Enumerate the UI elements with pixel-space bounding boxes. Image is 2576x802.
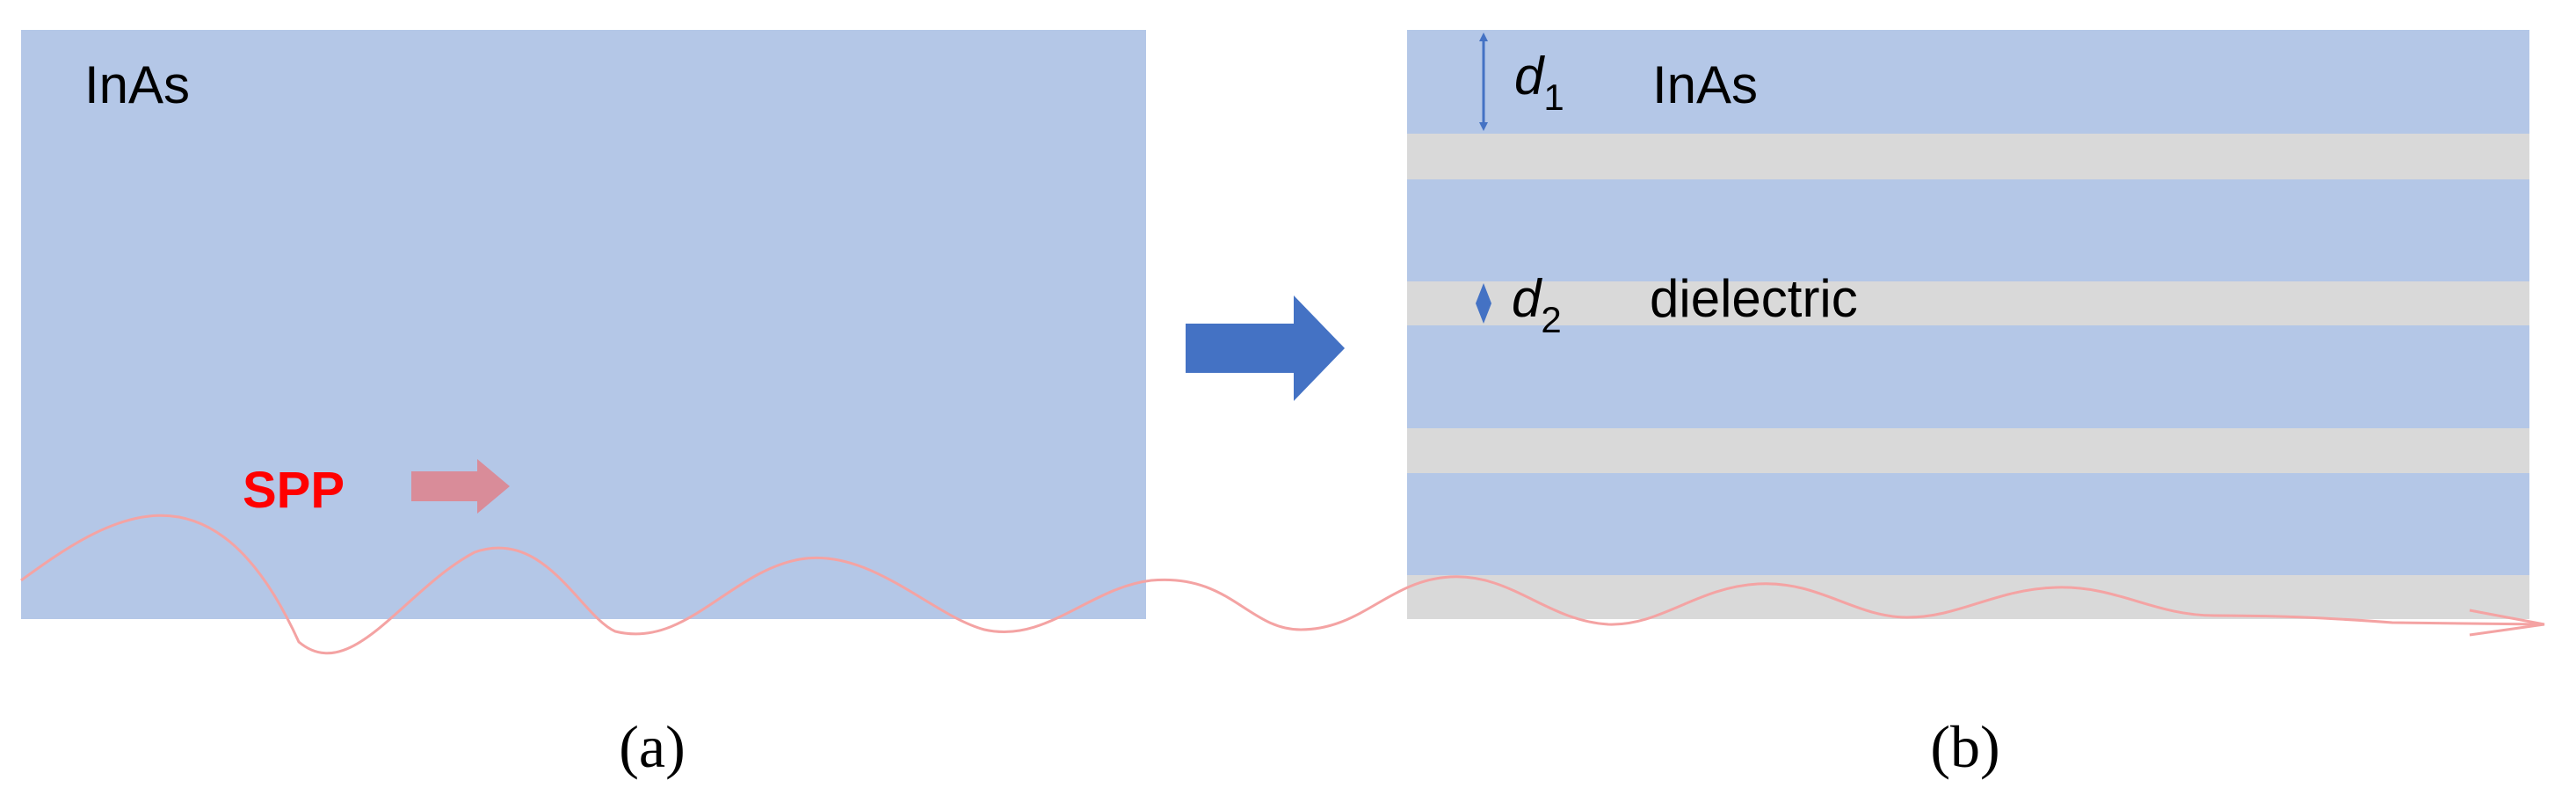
panel-a-caption: (a)	[619, 713, 685, 780]
panel-a: InAs SPP	[21, 30, 1146, 619]
stack-dielectric-layer	[1407, 428, 2529, 473]
d2-thickness-marker	[1476, 283, 1491, 324]
spp-wave	[20, 514, 2545, 655]
spp-direction-arrow	[411, 459, 510, 514]
stack-dielectric-layer	[1407, 134, 2529, 179]
panel-b: d1 InAs d2 dielectric	[1407, 30, 2529, 619]
stack-inas-layer	[1407, 325, 2529, 428]
stack-inas-layer	[1407, 30, 2529, 134]
panel-b-inas-label: InAs	[1652, 55, 1758, 114]
spp-label: SPP	[243, 462, 345, 519]
spp-wave-arrowhead	[2469, 609, 2545, 637]
stack-inas-layer	[1407, 473, 2529, 575]
stack-inas-layer	[1407, 179, 2529, 281]
inas-bulk-block	[21, 30, 1146, 619]
stack-dielectric-layer	[1407, 575, 2529, 619]
stack-dielectric-layer	[1407, 281, 2529, 325]
d2-label: d2	[1512, 269, 1562, 340]
dielectric-label: dielectric	[1650, 269, 1858, 328]
panel-b-caption: (b)	[1930, 713, 1999, 780]
panel-a-inas-label: InAs	[84, 55, 190, 114]
transition-arrow	[1186, 295, 1345, 401]
d1-label: d1	[1514, 47, 1564, 118]
